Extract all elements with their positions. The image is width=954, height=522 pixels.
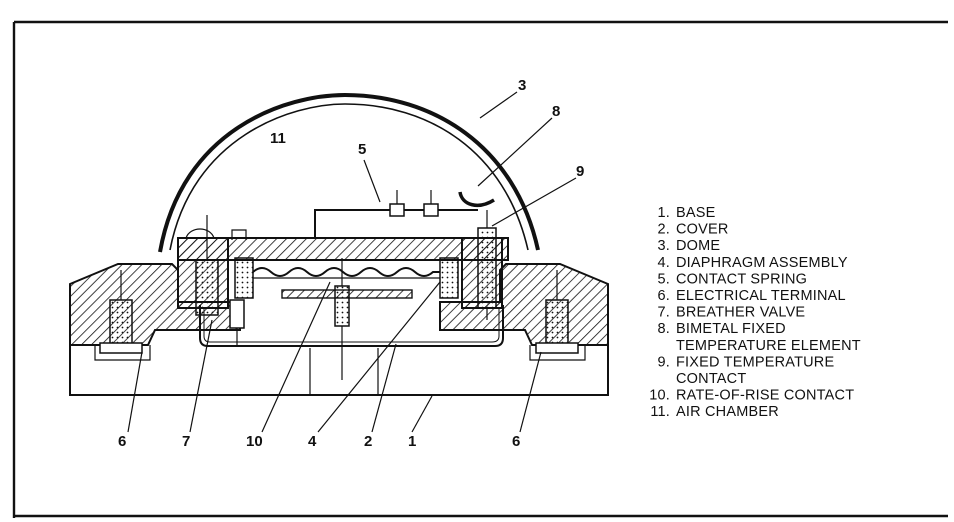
bimetal-element (458, 191, 495, 208)
legend-number: 10. (649, 388, 670, 404)
callout-breather-valve: 7 (182, 433, 190, 450)
callout-dome: 3 (518, 77, 526, 94)
legend-label: FIXED TEMPERATURE (676, 354, 834, 370)
legend-number: 6. (658, 288, 671, 304)
legend-label: TEMPERATURE ELEMENT (676, 338, 861, 354)
legend-label: DOME (676, 238, 720, 254)
fixed-temperature-contact (477, 210, 497, 320)
callout-diaphragm: 4 (308, 433, 317, 450)
legend-label: BREATHER VALVE (676, 305, 805, 321)
legend-number: 8. (658, 321, 671, 337)
legend-label: RATE-OF-RISE CONTACT (676, 388, 854, 404)
callout-base: 1 (408, 433, 416, 450)
legend-label: CONTACT (676, 371, 746, 387)
legend-number: 11. (650, 404, 670, 420)
legend-label: AIR CHAMBER (676, 404, 779, 420)
callout-rate-of-rise: 10 (246, 433, 263, 450)
legend-number: 5. (658, 271, 671, 287)
callout-terminal-right: 6 (512, 433, 520, 450)
legend-number: 9. (658, 354, 671, 370)
legend-label: CONTACT SPRING (676, 271, 807, 287)
dome (158, 92, 540, 253)
electrical-terminal-right (535, 270, 579, 354)
leader-lines (127, 91, 577, 433)
legend-label: BIMETAL FIXED (676, 321, 786, 337)
base (69, 263, 609, 396)
legend-number: 1. (658, 205, 671, 221)
electrical-terminal-left (99, 270, 143, 354)
rate-of-rise-contact (334, 258, 350, 380)
legend-number: 7. (658, 305, 671, 321)
callout-fixed-temp-contact: 9 (576, 163, 584, 180)
figure-frame (12, 20, 948, 518)
cover (199, 305, 504, 347)
legend-label: COVER (676, 222, 729, 238)
callout-terminal-left: 6 (118, 433, 126, 450)
callout-contact-spring: 5 (358, 141, 366, 158)
callout-air-chamber: 11 (270, 130, 286, 147)
legend-number: 2. (658, 222, 671, 238)
dome-inner (169, 103, 529, 251)
callout-cover: 2 (364, 433, 372, 450)
legend-label: DIAPHRAGM ASSEMBLY (676, 255, 848, 271)
legend-number: 3. (658, 238, 671, 254)
callout-bimetal: 8 (552, 103, 560, 120)
contact-spring (372, 190, 478, 217)
legend-label: BASE (676, 205, 716, 221)
legend-number: 4. (658, 255, 671, 271)
callout-labels: 11 3 8 9 5 6 7 10 4 2 1 6 (118, 77, 584, 450)
parts-legend: 1. BASE 2. COVER 3. DOME 4. DIAPHRAGM ASSEMBLY 5… (649, 205, 861, 420)
legend-label: ELECTRICAL TERMINAL (676, 288, 846, 304)
